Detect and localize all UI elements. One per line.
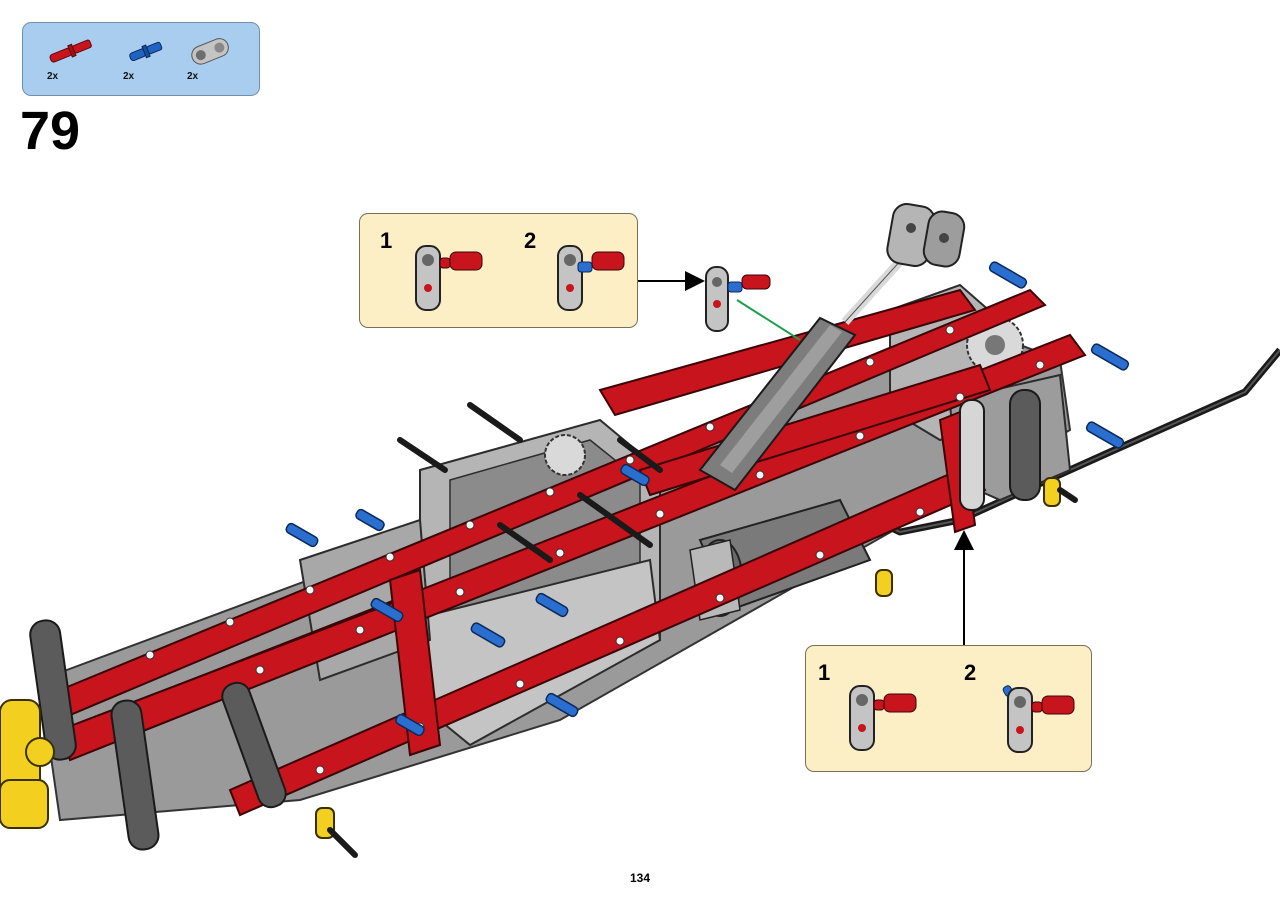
connector-with-red-pin-icon xyxy=(849,685,917,751)
gray-pin-connector-icon xyxy=(191,38,229,65)
pneumatic-cylinder xyxy=(698,203,966,492)
sub-step-number: 1 xyxy=(380,228,393,253)
connector-with-blue-and-red-pin-icon xyxy=(1002,685,1075,753)
part-qty: 2x xyxy=(123,71,135,82)
red-axle-pin-icon xyxy=(49,39,92,63)
callout-bottom: 1 2 xyxy=(805,645,1092,772)
parts-list-box: 2x 2x 2x xyxy=(22,22,260,96)
callout-top: 1 2 xyxy=(359,213,638,328)
part-qty: 2x xyxy=(47,71,59,82)
step-number: 79 xyxy=(20,101,81,161)
part-gray-pin-connector: 2x xyxy=(183,31,239,89)
part-red-axle-pin: 2x xyxy=(43,31,99,89)
sub-step-number: 2 xyxy=(524,228,537,253)
yellow-parts xyxy=(0,477,1061,839)
sub-step-number: 2 xyxy=(964,660,977,685)
guide-line xyxy=(736,299,801,341)
blue-pins xyxy=(285,261,1130,737)
page-number: 134 xyxy=(629,871,651,885)
connector-with-blue-and-red-pin-icon xyxy=(557,245,625,311)
detached-connector-assembly xyxy=(705,266,771,332)
dark-liftarms xyxy=(29,389,1041,851)
black-axles xyxy=(327,402,1078,858)
beam-holes xyxy=(145,325,1045,775)
connector-with-red-pin-icon xyxy=(415,245,483,311)
part-blue-axle-pin: 2x xyxy=(119,31,175,89)
sub-step-number: 1 xyxy=(818,660,831,685)
part-qty: 2x xyxy=(187,71,199,82)
blue-axle-pin-icon xyxy=(129,41,163,62)
